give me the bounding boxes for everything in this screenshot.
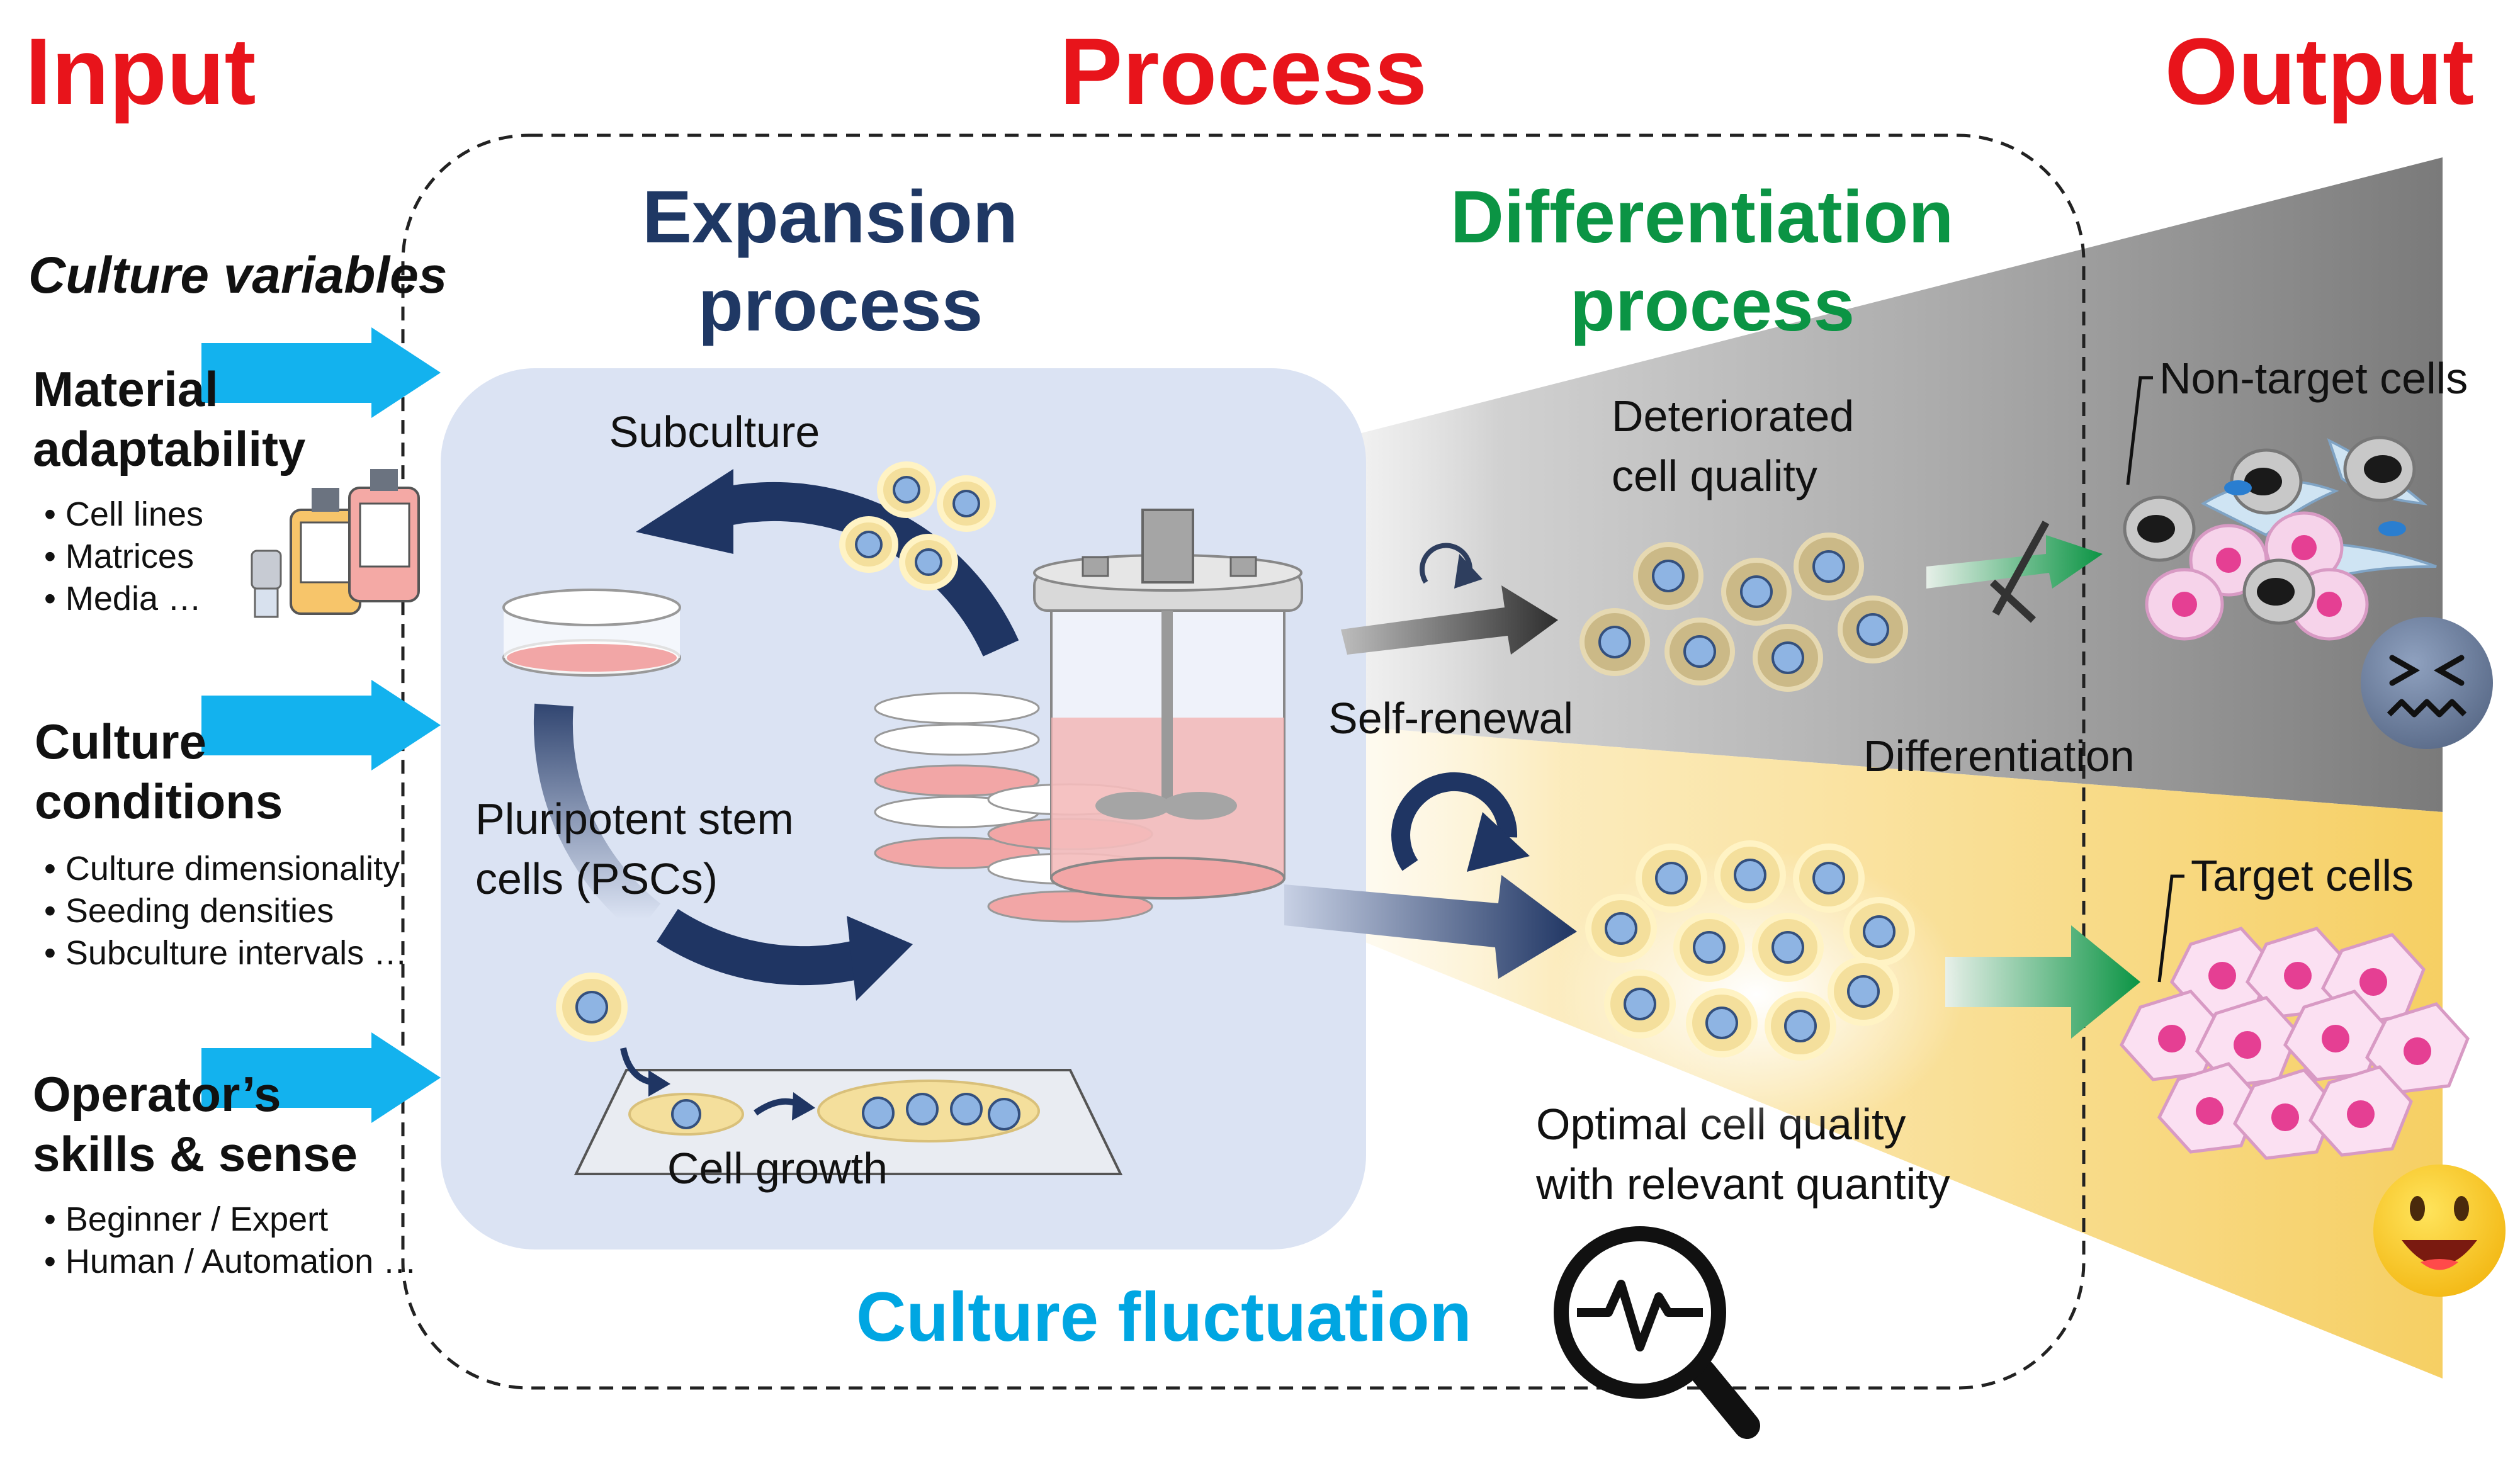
input-arrow-material (201, 327, 441, 418)
group-item: • Beginner / Expert (44, 1200, 328, 1238)
non-target-callout (2126, 376, 2153, 485)
group-title: Operator’s skills & sense (33, 1066, 358, 1182)
target-callout (2157, 874, 2184, 983)
input-group-material: Material adaptability • Cell lines • Mat… (33, 361, 305, 618)
group-item: • Subculture intervals … (44, 934, 407, 972)
optimal-cell-cluster (1549, 840, 1964, 1139)
culture-fluctuation-label: Culture fluctuation (856, 1278, 1472, 1356)
magnifier-pulse-icon (1554, 1226, 1760, 1439)
input-arrows (201, 327, 441, 1123)
culture-dish-icon (502, 589, 681, 677)
psc-label: Pluripotent stem cells (PSCs) (475, 794, 806, 903)
differentiation-title: Differentiation process (1450, 176, 1975, 347)
cell-growth-plate (556, 973, 1123, 1175)
process-arrows (1284, 521, 2140, 1039)
deteriorated-label: Deteriorated cell quality (1612, 392, 1867, 500)
deteriorated-funnel (1184, 157, 2443, 812)
group-item: • Seeding densities (44, 892, 334, 930)
process-header: Process (1059, 18, 1427, 124)
output-header: Output (2165, 18, 2474, 124)
group-title: Culture conditions (35, 714, 283, 829)
input-arrow-operator (201, 1032, 441, 1123)
group-item: • Media … (44, 580, 201, 618)
media-bottle-icon (251, 469, 420, 618)
subculture-label: Subculture (609, 407, 820, 456)
input-header: Input (25, 18, 256, 124)
target-cell-cluster (2119, 927, 2470, 1160)
expansion-title: Expansion process (642, 176, 1038, 347)
psc-cluster-top (839, 461, 996, 590)
input-group-conditions: Culture conditions • Culture dimensional… (35, 714, 407, 972)
group-item: • Matrices (44, 538, 194, 575)
group-item: • Culture dimensionality (44, 850, 400, 888)
self-renewal-arrow (1284, 875, 1577, 979)
target-green-arrow (1945, 925, 2140, 1039)
culture-variables-title: Culture variables (28, 247, 447, 304)
group-item: • Cell lines (44, 495, 203, 533)
deteriorated-cell-cluster (1579, 533, 1908, 692)
cell-growth-label: Cell growth (667, 1144, 888, 1193)
deteriorated-arrow (1341, 585, 1558, 655)
self-renewal-label: Self-renewal (1328, 694, 1573, 743)
sad-face-icon (2361, 617, 2493, 749)
non-target-cell-cluster (2123, 436, 2437, 641)
input-arrow-conditions (201, 680, 441, 770)
input-group-operator: Operator’s skills & sense • Beginner / E… (33, 1066, 417, 1280)
target-label: Target cells (2191, 851, 2414, 900)
bioreactor-icon (1033, 509, 1303, 900)
process-boundary (401, 133, 2086, 1390)
smiling-face-icon (2373, 1165, 2506, 1297)
group-item: • Human / Automation … (44, 1243, 417, 1280)
group-title: Material adaptability (33, 361, 305, 477)
nontarget-green-arrow (1926, 535, 2103, 589)
non-target-label: Non-target cells (2159, 354, 2468, 403)
self-renewal-loop-icon (1391, 543, 1530, 872)
differentiation-label: Differentiation (1863, 731, 2135, 781)
